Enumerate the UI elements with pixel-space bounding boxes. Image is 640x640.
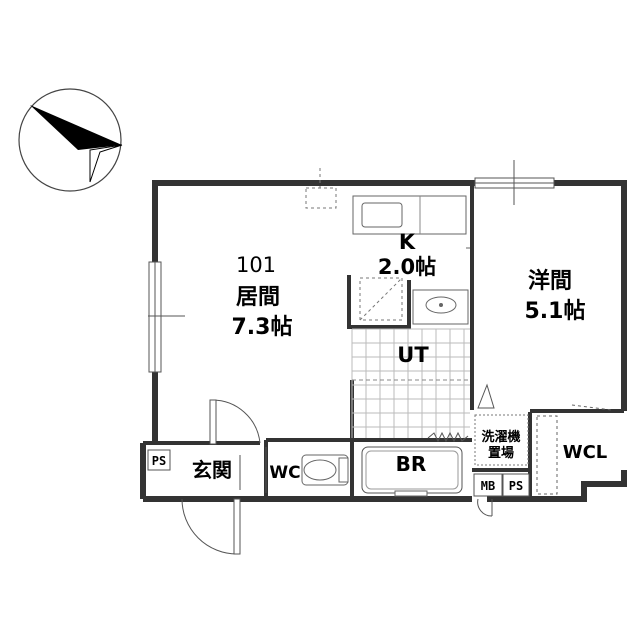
compass: [18, 88, 123, 192]
entrance-inner-door: [209, 399, 261, 445]
laundry-area: [474, 414, 529, 466]
outer-walls: [140, 180, 627, 502]
wall-right-lower: [487, 470, 627, 502]
vanity: [412, 289, 469, 325]
utility-name: UT: [397, 343, 429, 367]
toilet-fixture: [301, 454, 349, 486]
mb-door: [477, 498, 493, 517]
laundry-tap: [477, 383, 495, 409]
western-room-name: 洋間: [528, 268, 572, 294]
mb-label: MB: [481, 479, 495, 493]
kitchen-counter: [352, 195, 470, 249]
kitchen-size: 2.0帖: [378, 255, 436, 279]
ps-right-box: [502, 473, 530, 497]
bath-name: BR: [396, 452, 427, 476]
entrance-outer-door: [181, 498, 241, 555]
western-room-size: 5.1帖: [525, 299, 586, 324]
compass-needle: [30, 105, 122, 150]
kitchen-sink: [361, 202, 403, 228]
wall-kitchen-divider: [347, 275, 411, 329]
mb-box: [473, 473, 503, 497]
toilet-name: WC: [269, 463, 300, 483]
room-labels: 101 居間 7.3帖 K 2.0帖 洋間 5.1帖 UT BR WC 玄関 W…: [152, 230, 608, 493]
interior-walls: [143, 183, 532, 499]
wcl-door: [536, 404, 613, 495]
washer-hose: [427, 431, 469, 443]
kitchen-name: K: [399, 230, 416, 254]
bathtub: [361, 446, 463, 497]
laundry-label-line2: 置場: [488, 445, 514, 461]
ut-tile-floor: [351, 328, 470, 438]
window-living-left: [148, 261, 162, 373]
ps-left-box: [147, 449, 171, 471]
wcl-name: WCL: [563, 442, 608, 463]
living-room-name: 居間: [236, 285, 280, 310]
ps-left-label: PS: [152, 454, 166, 468]
wall-living-left-top: [152, 180, 475, 262]
laundry-label-line1: 洗濯機: [481, 429, 520, 445]
fridge-space: [359, 277, 403, 321]
ps-right-label: PS: [509, 479, 523, 493]
window-western-top: [474, 160, 555, 205]
living-unit-number: 101: [236, 253, 276, 277]
living-room-size: 7.3帖: [232, 315, 293, 340]
compass-needle-tail: [89, 144, 123, 183]
entrance-name: 玄関: [192, 458, 232, 482]
range-hood: [305, 187, 337, 209]
compass-circle: [18, 88, 122, 192]
wall-top-right: [554, 180, 627, 411]
